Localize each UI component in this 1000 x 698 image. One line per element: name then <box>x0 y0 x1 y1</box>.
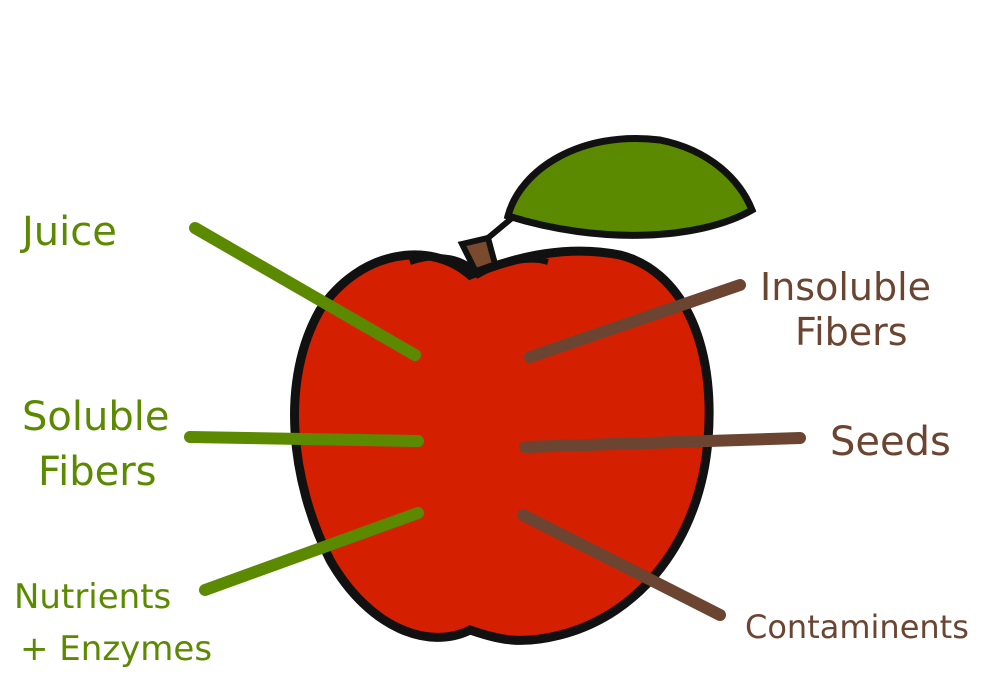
label-nutrients: Nutrients <box>14 577 171 617</box>
pointer-insoluble-fibers <box>524 279 746 363</box>
pointer-seeds <box>519 432 806 453</box>
leaf <box>503 135 757 239</box>
pointer-juice <box>189 222 421 361</box>
label-fibers-right: Fibers <box>795 310 908 354</box>
pointer-contaminents <box>517 509 726 621</box>
apple-top-shade <box>409 254 549 279</box>
label-seeds: Seeds <box>830 419 951 465</box>
label-soluble: Soluble <box>22 394 169 440</box>
label-juice: Juice <box>19 209 117 255</box>
label-fibers-left: Fibers <box>38 449 157 495</box>
label-contaminents: Contaminents <box>745 608 969 646</box>
pointer-soluble-fibers <box>184 431 424 447</box>
label-enzymes: + Enzymes <box>20 629 212 669</box>
pointer-nutrients <box>199 507 424 596</box>
label-insoluble: Insoluble <box>760 265 931 309</box>
stem-connector <box>486 215 514 241</box>
